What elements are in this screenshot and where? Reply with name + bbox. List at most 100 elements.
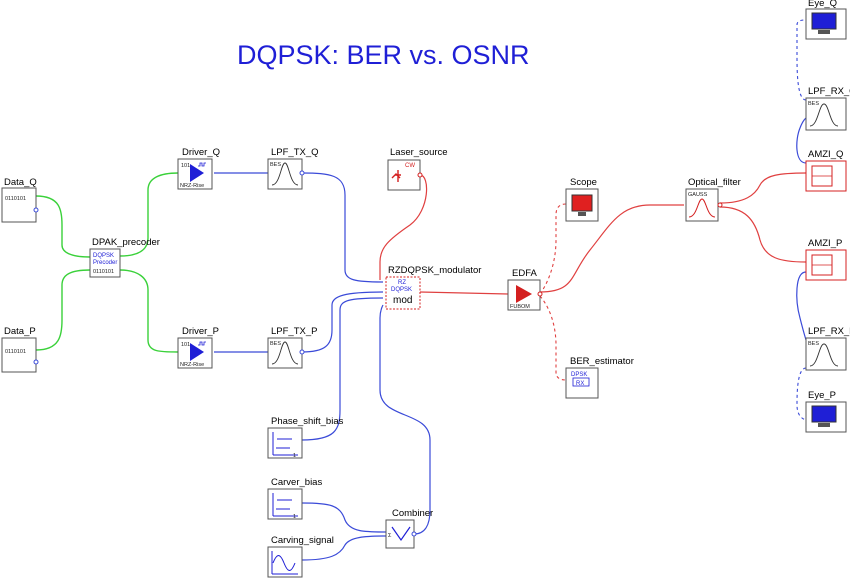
wire-carver-bias-to-combiner [301,502,387,533]
block-phase-shift-bias-label: Phase_shift_bias [271,416,344,427]
block-combiner-body [385,519,415,549]
wire-lpf-p-to-mod [301,291,384,353]
block-ber-estimator-inner1: DPSK [571,372,587,378]
wire-phase-bias-to-mod [301,297,384,441]
block-lpf-rx-q-inner: BES [808,101,819,107]
block-lpf-rx-p[interactable]: LPF_RX_P BES [805,326,850,371]
block-optical-filter[interactable]: Optical_filter GAUSS [685,177,741,222]
block-carver-bias-label: Carver_bias [271,477,322,488]
block-lpf-rx-p-inner: BES [808,341,819,347]
wire-combiner-to-mod [379,304,431,535]
block-lpf-rx-q-label: LPF_RX_Q [808,86,850,97]
pulse-icon [198,162,206,167]
block-data-q[interactable]: Data_Q 0110101 [1,177,37,223]
eye-stand-icon [818,30,830,34]
block-precoder-inner3: 0110101 [93,269,114,275]
block-laser-source-inner: CW [405,163,415,169]
block-combiner-label: Combiner [392,508,433,519]
block-carving-signal[interactable]: Carving_signal [267,535,334,578]
block-amzi-p[interactable]: AMZI_P [805,238,847,281]
block-edfa[interactable]: EDFA FUBOM [507,268,541,311]
block-precoder[interactable]: DPAK_precoder DQPSK Precoder 0110101 [89,237,160,278]
block-ber-estimator-inner2: RX [576,381,584,387]
block-lpf-tx-p-label: LPF_TX_P [271,326,317,337]
block-laser-source-body [387,159,421,191]
block-data-q-body [1,187,37,223]
port [33,359,39,365]
eye-monitor-icon [811,405,837,423]
block-edfa-inner: FUBOM [510,304,530,310]
block-data-p-inner: 0110101 [5,349,26,355]
wire-edfa-to-scope [539,203,567,295]
block-precoder-label: DPAK_precoder [92,237,160,248]
block-laser-source[interactable]: Laser_source CW [387,147,448,191]
block-amzi-q[interactable]: AMZI_Q [805,149,847,192]
diagram-title: DQPSK: BER vs. OSNR [237,40,530,70]
block-amzi-p-label: AMZI_P [808,238,842,249]
block-driver-p[interactable]: Driver_P 101 NRZ-Rise [177,326,219,369]
block-lpf-tx-q-label: LPF_TX_Q [271,147,319,158]
block-precoder-inner2: Precoder [93,260,117,266]
block-lpf-rx-q[interactable]: LPF_RX_Q BES [805,86,850,131]
block-lpf-tx-q[interactable]: LPF_TX_Q BES [267,147,319,190]
block-optical-filter-body [685,188,719,222]
block-optical-filter-inner: GAUSS [688,192,708,198]
block-phase-shift-bias-body [267,427,303,459]
block-phase-shift-bias-inner: 1 [293,453,296,459]
wires [35,19,809,561]
wire-data-q-to-precoder [35,195,91,258]
block-edfa-label: EDFA [512,268,537,279]
sine-wave-icon [271,551,298,575]
block-carving-signal-label: Carving_signal [271,535,334,546]
block-ber-estimator-label: BER_estimator [570,356,634,367]
pulse-icon [198,341,206,346]
wire-precoder-to-driver-q [119,172,179,257]
block-ber-estimator-body [565,367,599,399]
wire-lpf-q-to-mod [301,172,384,283]
wire-amzi-q-to-lpf-rx-q [796,117,807,164]
block-modulator-inner1: RZ [398,280,406,286]
block-lpf-tx-p-inner: BES [270,341,281,347]
block-modulator[interactable]: RZDQPSK_modulator RZ DQPSK mod [385,265,481,310]
port [717,202,723,208]
block-laser-source-label: Laser_source [390,147,448,158]
wire-amzi-p-to-lpf-rx-p [796,271,807,341]
block-scope[interactable]: Scope [565,177,599,222]
scope-stand-icon [578,212,586,216]
block-driver-q-label: Driver_Q [182,147,220,158]
block-driver-p-inner1: 101 [181,342,190,348]
block-eye-q[interactable]: Eye_Q [805,0,847,40]
filter-curve-icon [271,162,299,186]
eye-monitor-icon [811,12,837,30]
block-data-p-label: Data_P [4,326,36,337]
block-carver-bias[interactable]: Carver_bias 1 [267,477,322,520]
laser-icon [391,170,401,182]
block-eye-p[interactable]: Eye_P [805,390,847,433]
amplifier-icon [190,343,204,361]
block-driver-q-inner2: NRZ-Rise [180,183,204,189]
block-lpf-tx-p[interactable]: LPF_TX_P BES [267,326,317,369]
block-driver-q[interactable]: Driver_Q 101 NRZ-Rise [177,147,220,190]
block-carver-bias-body [267,488,303,520]
block-carver-bias-inner: 1 [293,514,296,520]
block-lpf-tx-p-body [267,337,303,369]
block-ber-estimator[interactable]: BER_estimator DPSK RX [565,356,634,399]
block-scope-label: Scope [570,177,597,188]
port [417,172,423,178]
wire-precoder-to-driver-p [119,269,179,353]
ber-rx-frame-icon [572,377,590,387]
block-data-p[interactable]: Data_P 0110101 [1,326,37,373]
block-data-q-label: Data_Q [4,177,37,188]
bias-source-icon [272,432,298,456]
filter-curve-icon [271,341,299,365]
eye-stand-icon [818,423,830,427]
port [537,291,543,297]
wire-filter-to-amzi-p [719,206,807,263]
block-modulator-label: RZDQPSK_modulator [388,265,481,276]
block-edfa-body [507,279,541,311]
block-combiner[interactable]: Combiner Σ [385,508,433,549]
wire-carving-to-combiner [301,535,387,561]
block-phase-shift-bias[interactable]: Phase_shift_bias 1 [267,416,344,459]
optical-amplifier-icon [516,285,532,303]
